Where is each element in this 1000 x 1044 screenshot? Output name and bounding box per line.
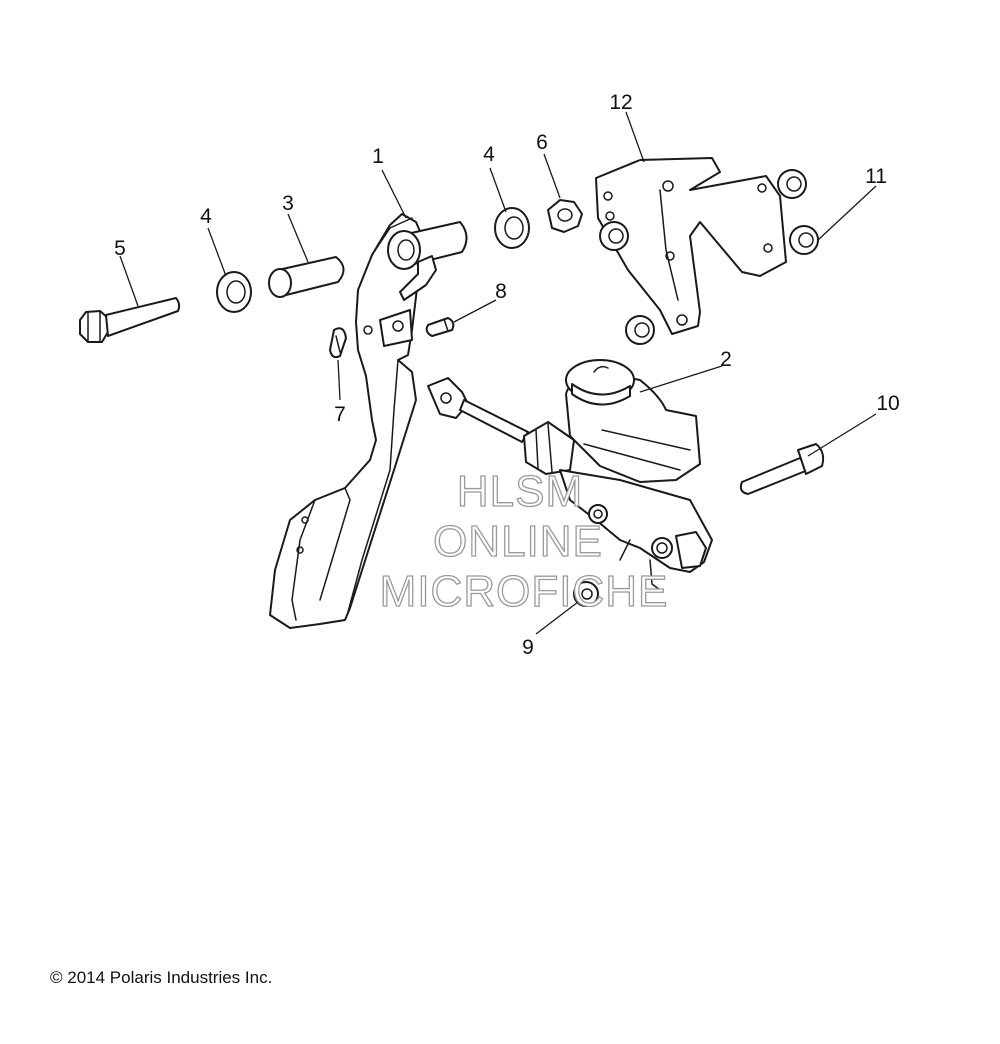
callout-6: 6 — [536, 131, 548, 154]
pedal-arm-part-1[interactable] — [269, 213, 468, 629]
callout-7: 7 — [334, 403, 346, 426]
master-cylinder-part-2[interactable] — [427, 359, 713, 591]
callout-5: 5 — [114, 237, 126, 260]
callout-11: 11 — [865, 165, 887, 188]
flange-nut-bracket-1[interactable] — [599, 221, 629, 251]
watermark: HLSM ONLINE MICROFICHE — [379, 466, 669, 616]
mounting-bracket-part-12[interactable] — [595, 157, 787, 335]
nut-part-6[interactable] — [547, 199, 583, 233]
bushing-part-4-left[interactable] — [216, 271, 252, 313]
flange-nut-part-11-top[interactable] — [777, 169, 807, 199]
bolt-part-5[interactable] — [79, 297, 181, 343]
callout-4-right: 4 — [483, 143, 495, 166]
callout-4-left: 4 — [200, 205, 212, 228]
callout-8: 8 — [495, 280, 507, 303]
watermark-line-1: HLSM — [457, 467, 583, 516]
watermark-line-2: ONLINE — [433, 517, 603, 566]
callout-numbers: 1 2 3 4 4 5 6 7 8 9 10 11 12 — [114, 91, 900, 659]
callout-3: 3 — [282, 192, 294, 215]
copyright-notice: © 2014 Polaris Industries Inc. — [50, 968, 273, 987]
callout-2: 2 — [720, 348, 732, 371]
callout-9: 9 — [522, 636, 534, 659]
clip-part-7[interactable] — [329, 327, 347, 359]
nut-part-9[interactable] — [573, 581, 599, 607]
callout-10: 10 — [876, 392, 899, 415]
watermark-line-3: MICROFICHE — [380, 567, 669, 616]
callout-1: 1 — [372, 145, 384, 168]
bushing-part-4-right[interactable] — [494, 207, 530, 249]
leader-lines — [119, 111, 877, 635]
callout-12: 12 — [609, 91, 632, 114]
bolt-part-10[interactable] — [739, 443, 825, 495]
sleeve-part-3[interactable] — [268, 256, 345, 298]
pin-part-8[interactable] — [425, 317, 455, 337]
flange-nut-part-11-bottom[interactable] — [789, 225, 819, 255]
flange-nut-bracket-2[interactable] — [625, 315, 655, 345]
